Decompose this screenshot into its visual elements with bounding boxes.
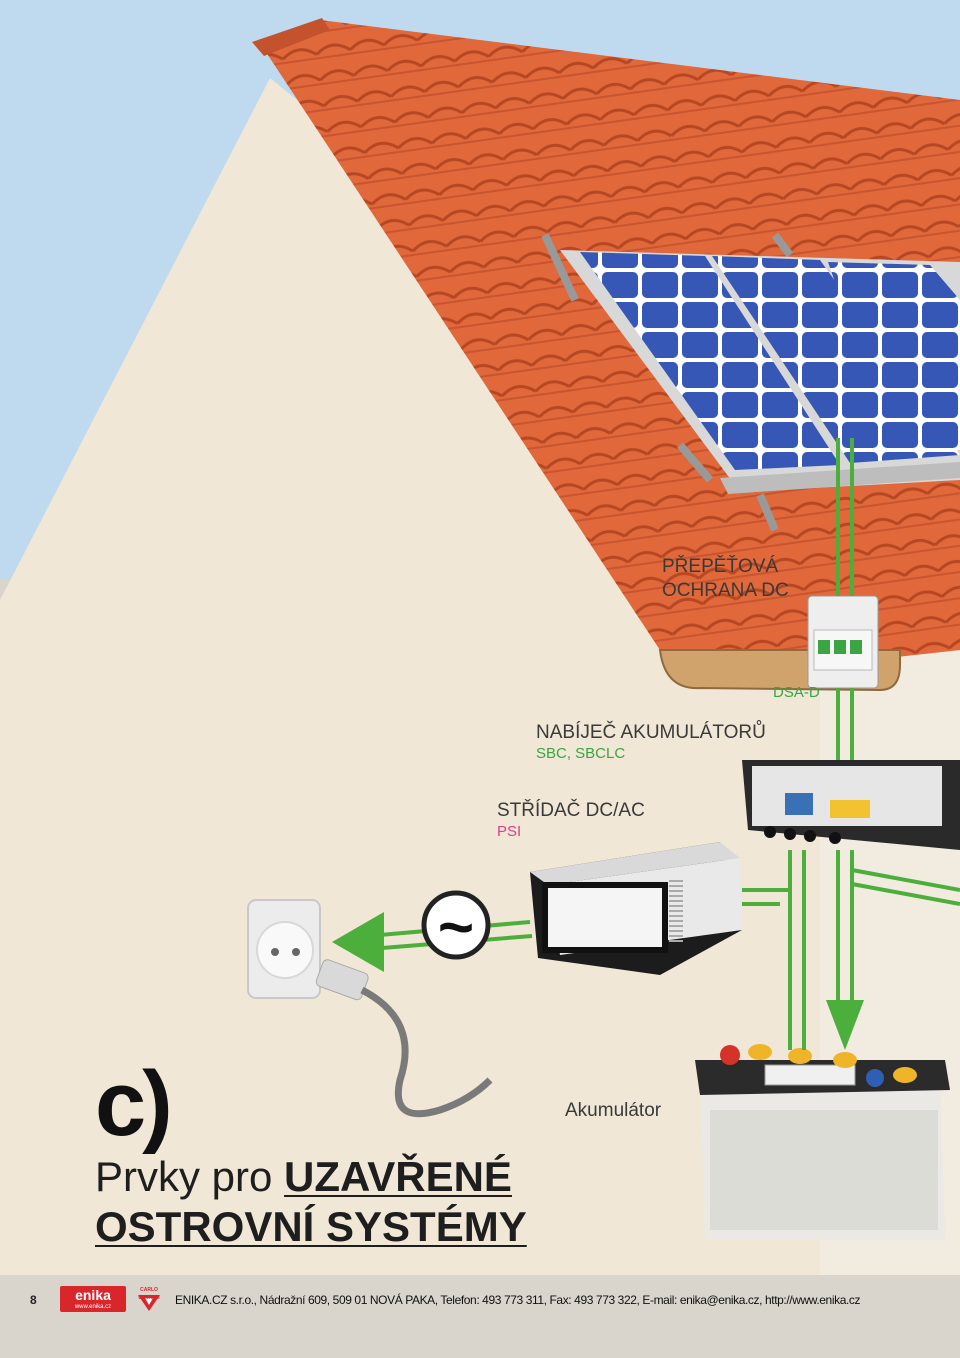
heading-emphasis: UZAVŘENÉ [284, 1153, 512, 1200]
inverter-device [530, 842, 742, 975]
enika-logo-url: www.enika.cz [74, 1304, 112, 1310]
heading-line1: Prvky pro UZAVŘENÉ [95, 1152, 527, 1202]
house-wall [0, 78, 960, 1275]
carlo-gavazzi-triangle-icon [138, 1295, 160, 1311]
wiring [379, 438, 960, 1050]
section-letter: c) [95, 1053, 173, 1155]
wall-socket [247, 899, 321, 999]
panel-mounts [541, 232, 794, 532]
contact-line: ENIKA.CZ s.r.o., Nádražní 609, 509 01 NO… [175, 1293, 861, 1307]
roof-ridge [252, 18, 330, 56]
arrow-to-battery [826, 1000, 864, 1050]
footer: 8 enika www.enika.cz CARLO GAVAZZI ENIKA… [0, 1280, 960, 1320]
charger-title: NABÍJEČ AKUMULÁTORŮ [536, 722, 766, 743]
enika-logo: enika www.enika.cz [60, 1286, 126, 1312]
battery-device [695, 1044, 950, 1240]
plug-cable [315, 959, 493, 1118]
inverter-title: STŘÍDAČ DC/AC [497, 800, 645, 821]
heading-line2: OSTROVNÍ SYSTÉMY [95, 1203, 527, 1251]
carlo-gavazzi-logo-text: CARLO GAVAZZI [138, 1287, 160, 1301]
battery-title: Akumulátor [565, 1100, 662, 1121]
surge-title-line2: OCHRANA DC [662, 580, 789, 601]
carlo-gavazzi-logo: CARLO GAVAZZI [134, 1286, 164, 1312]
ac-symbol: ~ [421, 890, 491, 962]
battery-charger-device [742, 760, 960, 850]
surge-model: DSA-D [773, 684, 820, 701]
roof [258, 20, 960, 660]
charger-model: SBC, SBCLC [536, 745, 626, 762]
page-number: 8 [30, 1293, 37, 1307]
heading-prefix: Prvky pro [95, 1153, 285, 1200]
surge-protector-device [807, 595, 879, 689]
enika-logo-text: enika [75, 1287, 111, 1303]
surge-title-line1: PŘEPĚŤOVÁ [662, 556, 779, 577]
page-heading: Prvky pro UZAVŘENÉ OSTROVNÍ SYSTÉMY [95, 1152, 527, 1253]
arrow-to-socket [332, 912, 384, 972]
tilde-text: ~ [438, 893, 474, 962]
inverter-model: PSI [497, 823, 522, 840]
